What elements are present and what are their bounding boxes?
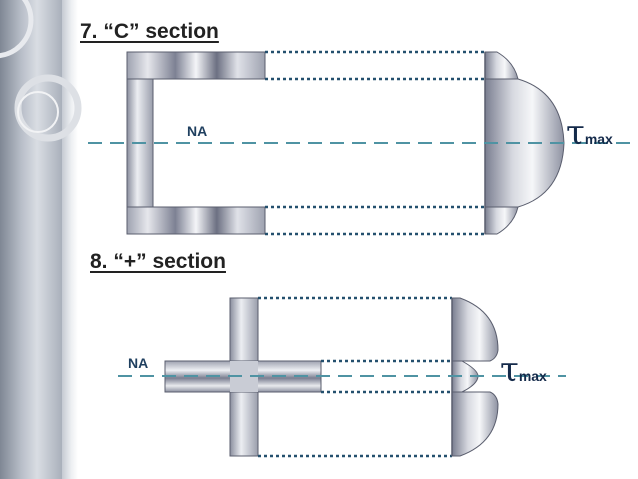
decorative-rings [0, 0, 82, 142]
section-7-neutral-axis-label: NA [187, 123, 208, 139]
section-8-tau-max-label: τmax [500, 350, 547, 390]
c-top-flange [126, 51, 266, 80]
plus-shear-stress-distribution [451, 297, 499, 457]
section-8-heading: 8. “+” section [90, 250, 226, 273]
tau-subscript: max [584, 131, 613, 147]
tau-symbol: τ [566, 113, 585, 153]
plus-projection-lines [258, 296, 452, 458]
section-7-tau-max-label: τmax [566, 113, 613, 153]
c-bottom-flange [126, 206, 266, 235]
tau-subscript: max [518, 368, 547, 384]
section-8-neutral-axis-label: NA [128, 355, 149, 371]
c-section-shape [126, 51, 266, 235]
c-projection-lines [265, 50, 485, 236]
tau-symbol: τ [500, 350, 519, 390]
section-7-heading: 7. “C” section [80, 20, 219, 43]
